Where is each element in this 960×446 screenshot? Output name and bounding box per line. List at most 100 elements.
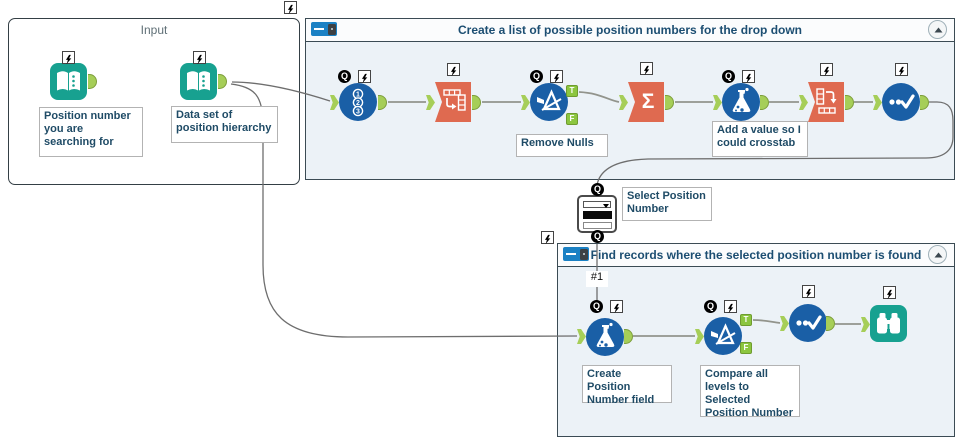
container-create-list-header[interactable] [306,19,954,42]
svg-text:3: 3 [356,108,360,115]
formula-tool[interactable] [586,318,624,356]
connection-filter2-select2[interactable] [752,319,781,324]
lightning-badge-icon [742,70,755,84]
select-tool[interactable] [789,304,827,342]
toggle-line [566,252,576,255]
open-book-icon [57,71,80,91]
checkmark-icon [889,94,915,109]
annotation-dropdown[interactable]: Select Position Number [622,187,712,221]
chevron-up-icon [934,27,943,33]
select-tool[interactable] [882,83,920,121]
question-anchor[interactable]: Q [591,183,604,196]
caret-down-icon [603,203,609,208]
formula-tool[interactable] [722,83,760,121]
true-output-anchor[interactable]: T [566,85,578,97]
connection-datainput-recordid[interactable] [231,81,331,102]
lightning-badge-icon [62,51,75,65]
input-anchor[interactable] [713,95,722,110]
lightning-badge-icon [802,285,815,299]
lightning-badge-icon [447,63,460,77]
false-output-anchor[interactable]: F [740,342,752,354]
crosstab-tool[interactable] [808,82,844,122]
true-output-anchor[interactable]: T [740,314,752,326]
annotation-text-input-search[interactable]: Position number you are searching for [39,107,143,157]
lightning-badge-icon [640,62,653,76]
container-create-list-title: Create a list of possible position numbe… [457,23,803,37]
transpose-tool[interactable] [435,82,471,122]
dropdown-interface-tool[interactable] [577,195,617,233]
flask-icon [596,322,615,347]
question-anchor[interactable]: Q [590,300,603,313]
filter-tool[interactable] [704,317,742,355]
false-output-anchor[interactable]: F [566,113,578,125]
question-anchor[interactable]: Q [530,70,543,83]
filter-icon [711,323,736,345]
question-anchor[interactable]: Q [704,300,717,313]
input-anchor[interactable] [695,329,704,344]
container-find-records-title: Find records where the selected position… [590,248,922,262]
input-anchor[interactable] [873,95,882,110]
svg-text:1: 1 [356,91,360,98]
annotation-filter-compare[interactable]: Compare all levels to Selected Position … [700,365,800,419]
open-book-icon [187,71,210,91]
browse-tool[interactable] [870,305,907,342]
input-anchor[interactable] [619,95,628,110]
toggle-line [314,27,324,30]
svg-text:2: 2 [356,100,360,107]
input-anchor[interactable] [577,329,586,344]
input-anchor[interactable] [521,95,530,110]
connection-filter-summarize[interactable] [578,91,620,103]
filter-tool[interactable] [530,83,568,121]
question-anchor[interactable]: Q [722,70,735,83]
lightning-badge-icon [724,300,737,314]
crosstab-icon [808,82,844,122]
summarize-tool[interactable]: Σ [628,82,664,122]
record-id-tool[interactable]: 1 2 3 [339,83,377,121]
input-anchor[interactable] [799,95,808,110]
container-input-title: Input [140,23,168,37]
dropdown-row-icon [583,201,611,208]
connection-select-dropdown[interactable] [596,101,954,186]
checkmark-icon [796,315,822,330]
connection-datainput-formula2[interactable] [230,83,578,338]
toggle-knob [580,248,588,260]
annotation-formula-create[interactable]: Create Position Number field [582,365,672,406]
numbered-list-icon: 1 2 3 [352,88,364,117]
annotation-text-input-data[interactable]: Data set of position hierarchy [171,106,278,143]
collapse-button[interactable] [928,20,947,39]
lightning-badge-icon [193,51,206,65]
input-anchor[interactable] [330,95,339,110]
container-enable-toggle[interactable] [563,247,589,261]
question-anchor[interactable]: Q [591,230,604,243]
text-input-tool[interactable] [50,63,87,100]
lightning-badge-icon [550,70,563,84]
text-input-tool[interactable] [180,63,217,100]
transpose-icon [435,82,471,122]
annotation-remove-nulls[interactable]: Remove Nulls [516,134,608,157]
dropdown-selected-bar [583,211,612,219]
flask-icon [732,87,751,112]
connection-label[interactable]: #1 [586,271,608,287]
input-anchor[interactable] [426,95,435,110]
toggle-knob [328,23,336,35]
container-enable-toggle[interactable] [311,22,337,36]
input-anchor[interactable] [780,316,789,331]
container-input[interactable]: Input [8,18,300,185]
container-find-records-header[interactable] [558,244,954,267]
lightning-badge-icon [610,300,623,314]
collapse-button[interactable] [928,245,947,264]
annotation-formula-crosstab[interactable]: Add a value so I could crosstab [712,121,808,157]
lightning-badge-icon [883,286,896,300]
filter-icon [537,89,562,111]
chevron-up-icon [934,252,943,258]
input-anchor[interactable] [861,317,870,332]
sigma-icon [628,82,664,122]
binoculars-icon [877,313,900,334]
sigma-glyph: Σ [641,90,655,113]
dropdown-option-bar [583,222,612,229]
question-anchor[interactable]: Q [338,70,351,83]
lightning-badge-icon [820,63,833,77]
lightning-badge-icon [284,1,297,15]
